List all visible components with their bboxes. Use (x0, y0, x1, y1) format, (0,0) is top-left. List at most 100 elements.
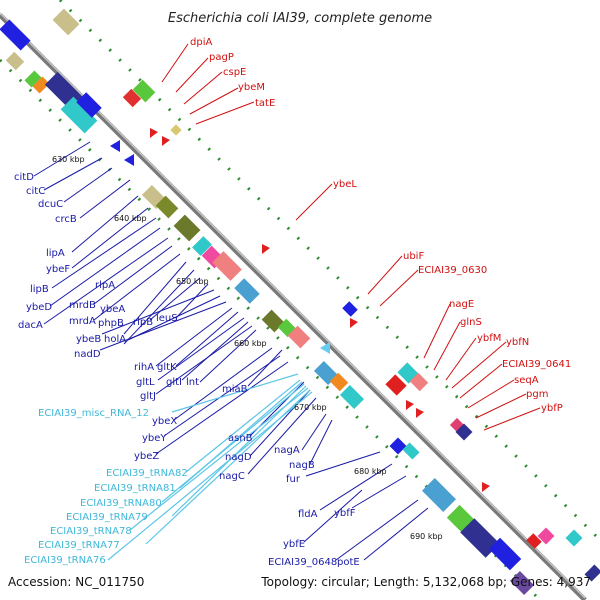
gene-label: nagD (225, 452, 252, 463)
tick-label: 650 kbp (176, 277, 209, 286)
gene-label: lnt (186, 377, 199, 388)
gene-label: nagB (289, 460, 315, 471)
gene-label: citD (14, 172, 34, 183)
gene-label: rlpB (133, 317, 153, 328)
gene-label: ybeB (76, 334, 101, 345)
gene-block (402, 442, 420, 460)
gene-label: ybeA (100, 304, 125, 315)
rna-label: ECIAI39_tRNA79 (66, 512, 148, 523)
gene-block (409, 372, 429, 392)
gene-block (342, 301, 358, 317)
gene-block (52, 8, 80, 36)
gene-arrow (416, 408, 424, 418)
gene-label: ybeZ (134, 451, 159, 462)
gene-block (389, 437, 407, 455)
gene-block (173, 214, 201, 242)
gene-block (329, 372, 349, 392)
gene-label: lipB (30, 284, 49, 295)
gene-block (0, 19, 31, 51)
gene-arrow (406, 400, 414, 410)
rna-label: ECIAI39_tRNA82 (106, 468, 188, 479)
rna-label: ECIAI39_tRNA76 (24, 555, 106, 566)
gene-label: citC (26, 186, 45, 197)
gene-label: leuS (156, 313, 178, 324)
gene-arrow (482, 482, 490, 492)
gene-label: ybfE (283, 539, 305, 550)
gene-block (76, 92, 102, 118)
gene-block (132, 79, 156, 103)
accession-text: Accession: NC_011750 (8, 575, 144, 589)
forward-label-leaders (161, 43, 541, 431)
gene-label: dpiA (190, 37, 212, 48)
rna-label-leaders (107, 373, 313, 561)
gene-label: gltI (166, 377, 182, 388)
rna-label: ECIAI39_tRNA78 (50, 526, 132, 537)
tick-label: 680 kbp (354, 467, 387, 476)
gene-block (192, 236, 212, 256)
gene-block (422, 478, 456, 512)
gene-label: cspE (223, 67, 246, 78)
rna-label: ECIAI39_misc_RNA_12 (38, 408, 149, 419)
reverse-label-leaders (33, 141, 429, 561)
gene-label: nagE (449, 299, 474, 310)
gene-arrow (150, 128, 158, 138)
gene-label: ybeF (46, 264, 70, 275)
gene-label: ybeM (238, 82, 265, 93)
gene-block (537, 527, 555, 545)
gene-label: glnS (460, 317, 482, 328)
gene-label: pagP (209, 52, 234, 63)
gene-label: ubiF (403, 251, 424, 262)
gene-label: ybfF (334, 508, 356, 519)
forward-gene-track (5, 8, 600, 582)
gene-label: ybfP (541, 403, 563, 414)
gene-label: nagA (274, 445, 300, 456)
gene-label: nagC (219, 471, 245, 482)
gene-label: ybfM (477, 333, 501, 344)
gene-block (60, 96, 98, 134)
rna-label: ECIAI39_tRNA81 (94, 483, 176, 494)
gene-label: gltL (136, 377, 155, 388)
gene-label: miaB (222, 384, 248, 395)
gene-label: gltJ (140, 391, 156, 402)
gene-block (155, 195, 179, 219)
gene-label: mrdA (69, 316, 96, 327)
gene-label: ybeL (333, 179, 357, 190)
rna-labels: ECIAI39_misc_RNA_12 ECIAI39_tRNA82 ECIAI… (24, 408, 188, 566)
tick-label: 660 kbp (234, 339, 267, 348)
gene-label: holA (104, 334, 126, 345)
tick-label: 640 kbp (114, 214, 147, 223)
gene-block (212, 251, 242, 281)
gene-block (122, 88, 142, 108)
tick-label: 630 kbp (52, 155, 85, 164)
gene-block (526, 533, 542, 549)
gene-label: lipA (46, 248, 65, 259)
gene-arrow (110, 140, 120, 152)
gene-block (32, 76, 50, 94)
gene-block (5, 51, 25, 71)
gene-block (565, 529, 583, 547)
gene-label: asnB (228, 433, 253, 444)
gene-block (339, 384, 365, 410)
tick-label: 670 kbp (294, 403, 327, 412)
gene-label: gltK (157, 362, 177, 373)
gene-block (170, 124, 182, 136)
gene-label: ybeD (26, 302, 52, 313)
topology-text: Topology: circular; Length: 5,132,068 bp… (260, 575, 591, 589)
gene-block (385, 374, 407, 396)
genome-backbone (0, 13, 587, 600)
gene-label: mrdB (69, 300, 96, 311)
gene-arrow (350, 318, 358, 328)
gene-label: ECIAI39_0641 (502, 359, 571, 370)
gene-label: pgm (526, 389, 548, 400)
gene-label: tatE (255, 98, 275, 109)
gene-block (509, 570, 535, 596)
gene-label: fldA (298, 509, 318, 520)
gene-label: rlpA (95, 280, 115, 291)
gene-arrow (262, 244, 270, 254)
gene-block (584, 564, 600, 582)
gene-block (234, 278, 260, 304)
gene-block (488, 537, 522, 571)
gene-block (455, 423, 473, 441)
gene-label: ybeY (142, 433, 167, 444)
